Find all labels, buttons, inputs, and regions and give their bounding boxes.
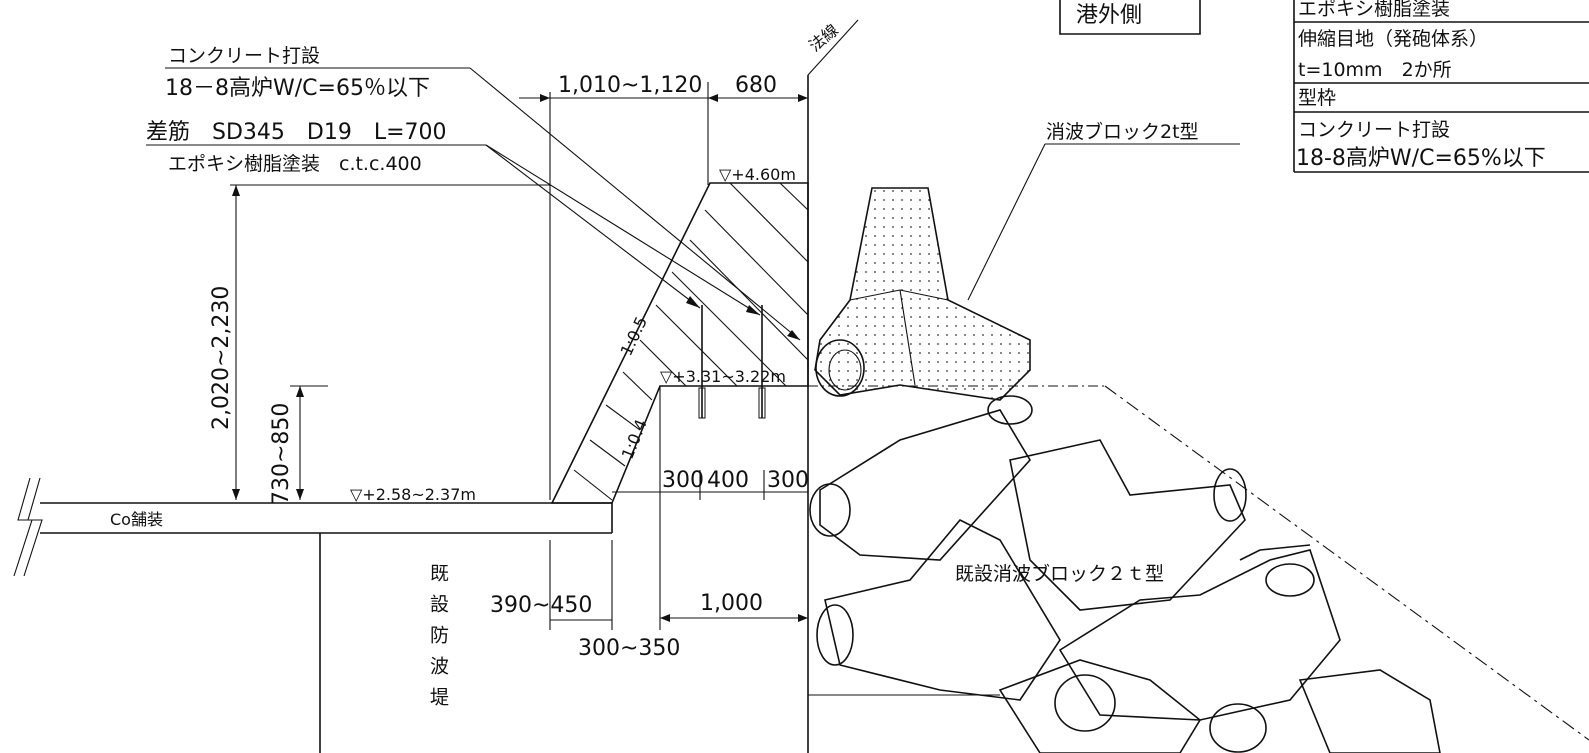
dim-total-height: 2,020~2,230 xyxy=(209,286,234,430)
rebar-annotation: 差筋 SD345 D19 L=700 エポキシ樹脂塗装 c.t.c.400 xyxy=(146,120,761,316)
new-block-label: 消波ブロック2t型 xyxy=(1046,120,1199,143)
concrete-label: コンクリート打設 xyxy=(168,45,320,67)
outer-side-box: 港外側 xyxy=(1059,0,1201,35)
height-dimensions: 2,020~2,230 730~850 xyxy=(209,184,550,505)
dim-300a: 300 xyxy=(662,468,704,493)
elevation-top: ▽+4.60m xyxy=(719,165,796,184)
parapet-wall: ▽+4.60m ▽+3.31~3.22m 1:0.5 1:0.4 xyxy=(550,165,809,504)
dim-300-350: 300~350 xyxy=(578,636,680,661)
law-line-label: 法線 xyxy=(805,20,842,55)
new-wave-block: 消波ブロック2t型 xyxy=(814,120,1240,401)
legend-table: エポキシ樹脂塗装 伸縮目地（発砲体系） t=10mm 2か所 型枠 コンクリート… xyxy=(1293,0,1589,173)
slope-lower: 1:0.4 xyxy=(618,417,651,462)
existing-wave-blocks: 既設消波ブロック２ｔ型 xyxy=(808,385,1589,753)
concrete-spec-label: 18－8高炉W/C=65％以下 xyxy=(165,76,430,101)
slope-upper: 1:0.5 xyxy=(617,314,652,359)
top-dimension-lines: 1,010~1,120 680 xyxy=(519,73,808,500)
dim-390-450: 390~450 xyxy=(490,593,592,618)
dim-top-width: 1,010~1,120 xyxy=(558,73,702,98)
dim-400: 400 xyxy=(707,468,749,493)
dim-top-680: 680 xyxy=(735,73,777,98)
breakwater-label: 既設防波堤 xyxy=(427,563,449,718)
legend-row-concrete: コンクリート打設 xyxy=(1298,119,1450,141)
legend-row-joint: 伸縮目地（発砲体系） xyxy=(1298,28,1488,50)
rebar-label: 差筋 SD345 D19 L=700 xyxy=(146,120,447,145)
dim-300b: 300 xyxy=(767,468,809,493)
concrete-annotation: コンクリート打設 18－8高炉W/C=65％以下 xyxy=(165,45,801,341)
existing-block-label: 既設消波ブロック２ｔ型 xyxy=(955,562,1164,585)
outer-side-label: 港外側 xyxy=(1076,3,1142,28)
elevation-ground: ▽+2.58~2.37m xyxy=(350,485,476,504)
pavement-label: Co舗装 xyxy=(110,510,163,529)
dim-730-850: 730~850 xyxy=(269,403,294,505)
legend-row-formwork: 型枠 xyxy=(1298,87,1336,109)
elevation-mid: ▽+3.31~3.22m xyxy=(660,367,786,386)
legend-row-thickness: t=10mm 2か所 xyxy=(1298,59,1452,81)
epoxy-label: エポキシ樹脂塗装 c.t.c.400 xyxy=(168,152,422,175)
legend-row-spec: 18-8高炉W/C=65%以下 xyxy=(1296,146,1546,171)
dim-1000: 1,000 xyxy=(700,591,763,616)
bottom-dimensions: 300 400 300 390~450 1,000 300~350 xyxy=(490,386,809,661)
legend-row-epoxy: エポキシ樹脂塗装 xyxy=(1298,0,1450,20)
existing-breakwater: Co舗装 ▽+2.58~2.37m 既設防波堤 xyxy=(13,477,613,753)
